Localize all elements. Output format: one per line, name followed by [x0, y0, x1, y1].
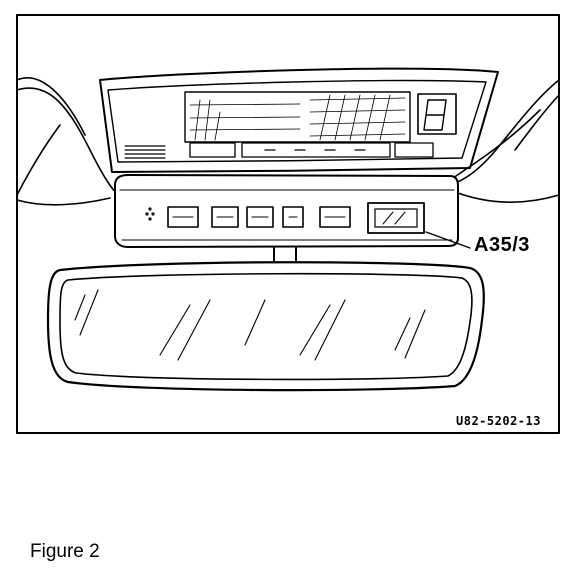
- console-button-3: [246, 206, 274, 228]
- callout-leader: [425, 231, 471, 249]
- figure-frame: [16, 14, 560, 434]
- figure-caption: Figure 2: [30, 541, 100, 562]
- callout-label-a35-3: A35/3: [474, 234, 530, 256]
- upper-button-strip: [189, 142, 434, 158]
- digit-display: [417, 93, 457, 135]
- microphone-holes: [145, 207, 155, 221]
- mirror-reflection-lines: [74, 289, 426, 361]
- console-button-2: [211, 206, 239, 228]
- mirror-console: [114, 174, 471, 249]
- console-lens-window: [367, 202, 425, 234]
- console-button-5: [319, 206, 351, 228]
- speaker-grille: [124, 145, 166, 159]
- overhead-control-unit: [99, 67, 499, 173]
- console-button-4: [282, 206, 304, 228]
- console-button-1: [167, 206, 199, 228]
- display-window: [184, 91, 411, 143]
- rear-view-mirror: [46, 261, 485, 392]
- drawing-code: U82-5202-13: [456, 414, 541, 428]
